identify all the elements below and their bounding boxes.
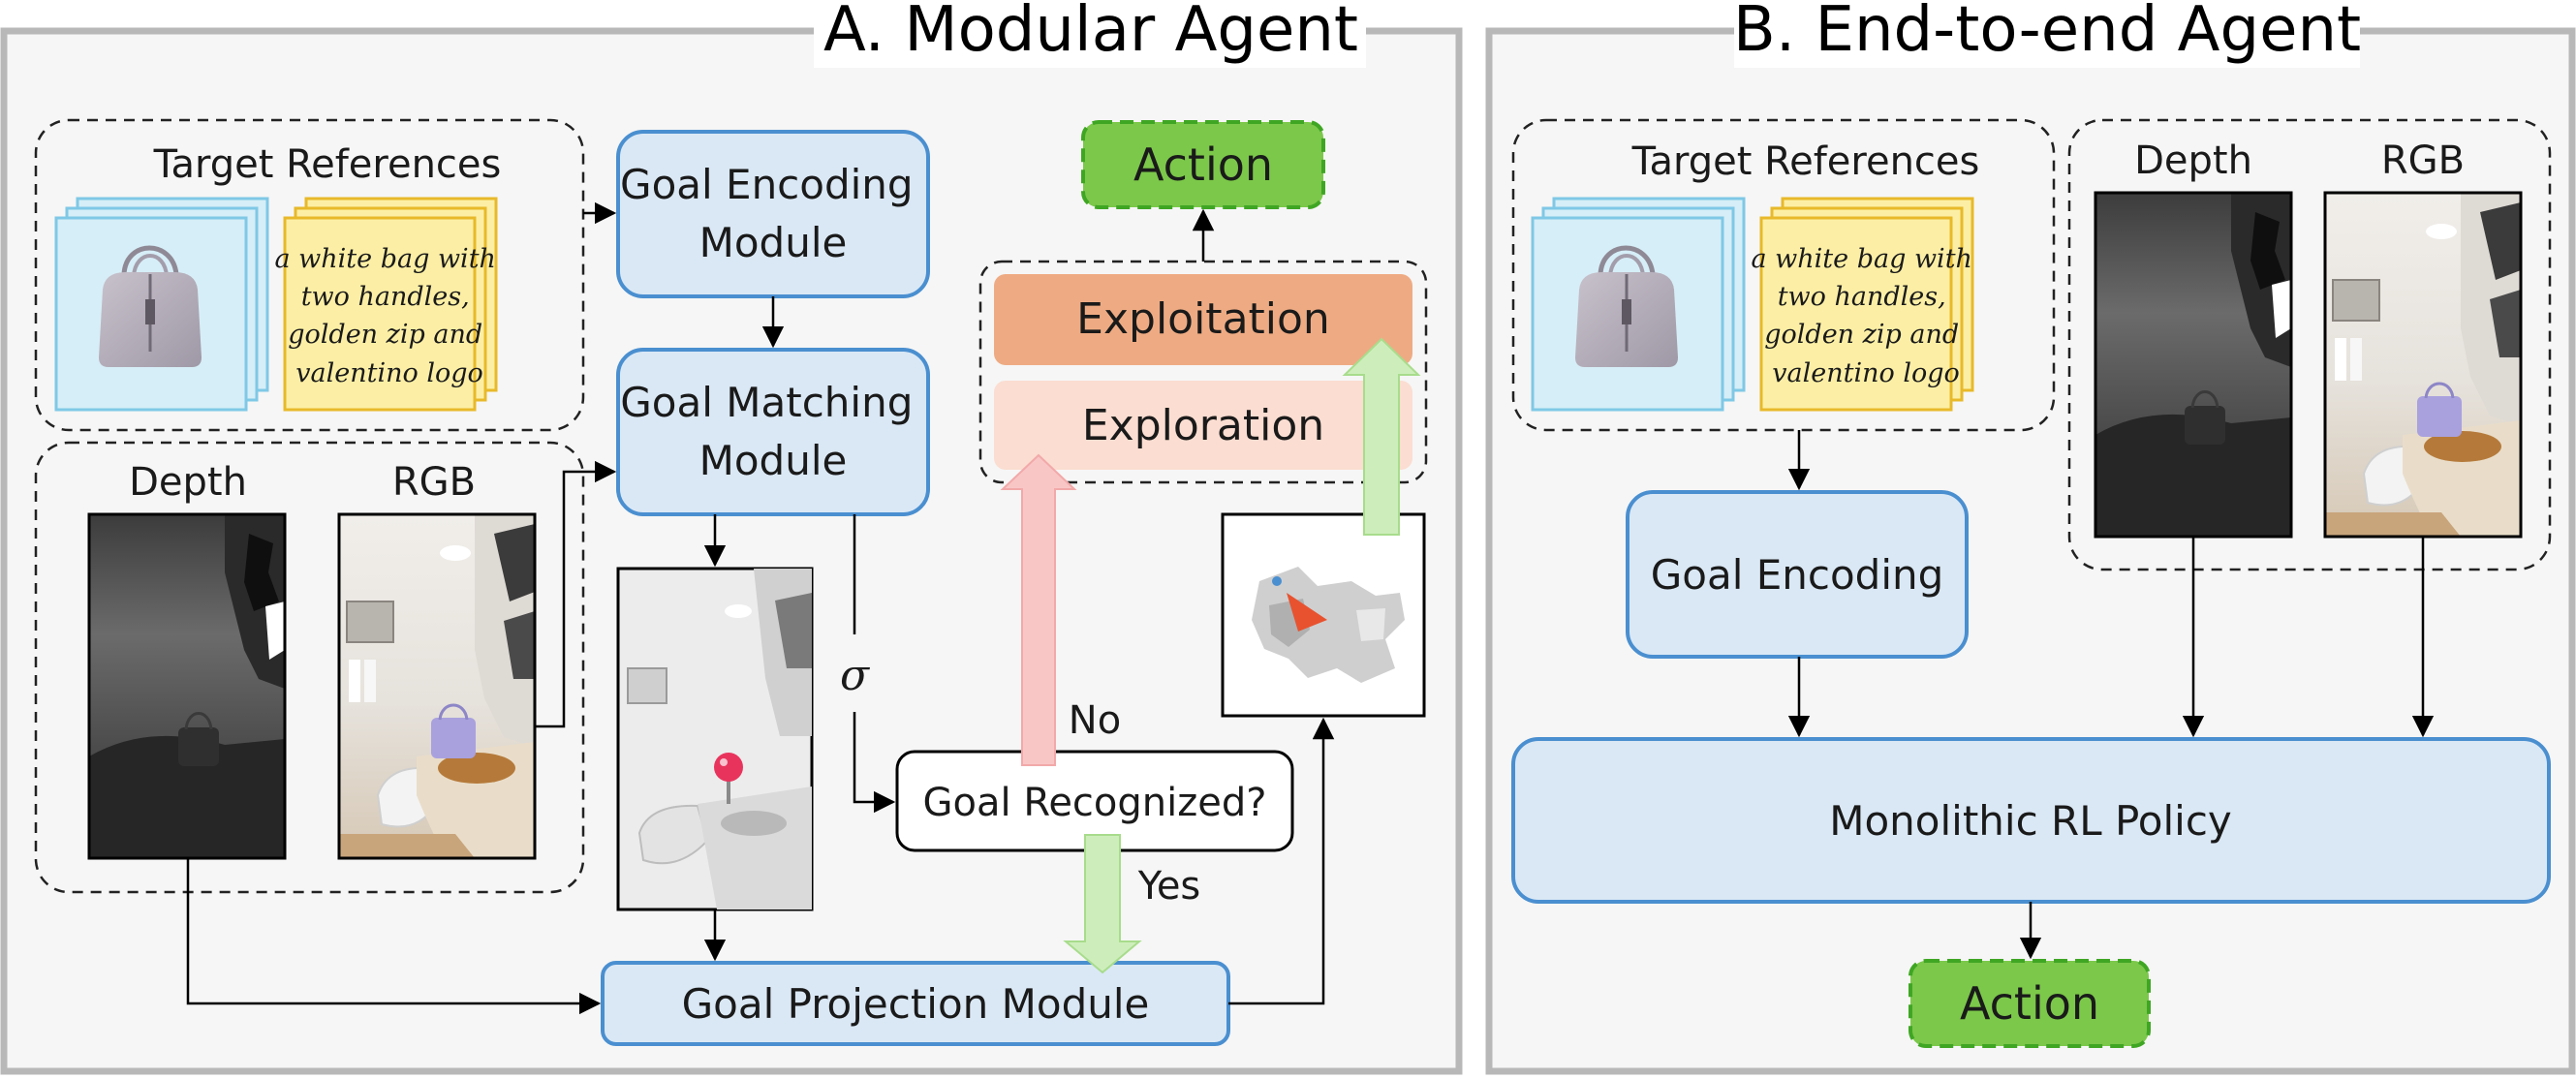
goal-encoding-module-label: Goal Encoding Module	[620, 161, 926, 266]
panel-a-title: A. Modular Agent	[823, 0, 1358, 66]
goal-marker-icon	[714, 753, 743, 804]
yes-label: Yes	[1137, 864, 1201, 909]
depth-label: Depth	[129, 460, 247, 505]
goal-encoding-box	[1626, 490, 1969, 659]
goal-encoding-label: Goal Encoding	[1651, 551, 1944, 599]
panel-b-connectors	[1787, 430, 2435, 960]
goal-projection-module-label: Goal Projection Module	[682, 980, 1150, 1028]
rgb-label-b: RGB	[2381, 139, 2465, 183]
sigma-symbol: σ	[840, 651, 871, 700]
panel-a-connectors	[186, 201, 1335, 1015]
panel-a: A. Modular Agent Target References a whi…	[0, 0, 1463, 1075]
goal-matching-module	[616, 348, 930, 516]
depth-label-b: Depth	[2134, 139, 2252, 183]
exploitation-box	[994, 274, 1412, 365]
panel-b: B. End-to-end Agent Target References a …	[1485, 0, 2576, 1075]
exploration-label: Exploration	[1082, 401, 1324, 450]
text-reference-b: a white bag with two handles, golden zip…	[1751, 244, 1980, 388]
yes-arrow	[1063, 834, 1142, 974]
action-label-a: Action	[1133, 139, 1273, 191]
goal-recognized-label: Goal Recognized?	[923, 781, 1267, 825]
observations-group	[34, 441, 585, 894]
depth-image	[87, 512, 287, 860]
panel-b-title: B. End-to-end Agent	[1733, 0, 2361, 66]
target-references-group	[34, 118, 585, 432]
text-reference: a white bag with two handles, golden zip…	[274, 244, 504, 388]
action-box-b	[1909, 959, 2151, 1048]
monolithic-policy-label: Monolithic RL Policy	[1829, 797, 2232, 845]
exploration-box	[994, 381, 1412, 470]
observations-group-b	[2067, 118, 2552, 571]
matched-image	[616, 567, 814, 911]
no-label: No	[1069, 698, 1121, 743]
goal-encoding-module	[616, 130, 930, 298]
exploitation-label: Exploitation	[1076, 294, 1330, 344]
rgb-image-b	[2323, 191, 2523, 539]
depth-image-b	[2094, 191, 2293, 539]
rgb-image	[337, 512, 537, 860]
topdown-map	[1221, 512, 1426, 718]
no-arrow	[1000, 453, 1077, 766]
exploitation-arrow	[1342, 337, 1421, 536]
rgb-label: RGB	[392, 460, 476, 505]
target-references-label: Target References	[153, 142, 502, 187]
action-box-a	[1081, 120, 1325, 209]
action-label-b: Action	[1960, 977, 2099, 1030]
goal-matching-module-label: Goal Matching Module	[620, 379, 925, 484]
target-references-label-b: Target References	[1631, 139, 1980, 184]
target-references-group-b	[1511, 118, 2056, 432]
policy-group	[978, 260, 1428, 484]
